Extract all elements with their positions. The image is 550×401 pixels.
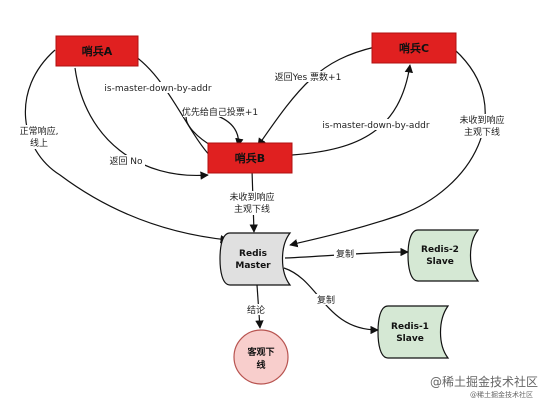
svg-text:客观下: 客观下 [246, 346, 274, 358]
label-b-to-a-query: is-master-down-by-addr [104, 82, 212, 94]
svg-text:is-master-down-by-addr: is-master-down-by-addr [104, 84, 211, 94]
svg-text:Slave: Slave [426, 257, 454, 267]
svg-text:未收到响应: 未收到响应 [459, 114, 504, 126]
label-a-reply-no: 返回 No [107, 155, 145, 167]
svg-text:优先给自己投票+1: 优先给自己投票+1 [182, 106, 258, 118]
edge-c-reply [257, 46, 376, 147]
objective-down-node[interactable]: 客观下 线 [233, 329, 289, 385]
edge-a-reply-no [74, 67, 209, 180]
svg-text:主观下线: 主观下线 [464, 126, 500, 138]
redis-2-slave-node[interactable]: Redis-2 Slave [407, 229, 480, 282]
label-replicate-1: 复制 [315, 294, 337, 306]
edge-c-no-response [289, 49, 486, 248]
svg-text:结论: 结论 [247, 304, 265, 316]
label-c-no-response: 未收到响应 主观下线 [456, 114, 508, 138]
label-c-reply: 返回Yes 票数+1 [267, 71, 349, 83]
label-b-no-response: 未收到响应 主观下线 [226, 191, 278, 215]
label-conclusion: 结论 [245, 304, 267, 316]
svg-text:Master: Master [235, 261, 271, 271]
svg-text:Redis-1: Redis-1 [391, 322, 429, 332]
sentinel-c-node[interactable]: 哨兵C [371, 32, 457, 64]
svg-text:线上: 线上 [30, 137, 48, 149]
svg-text:Redis: Redis [239, 249, 267, 259]
edge-b-to-c-query [291, 64, 413, 156]
svg-text:主观下线: 主观下线 [234, 203, 270, 215]
edge-a-normal [24, 49, 229, 244]
label-vote-self: 优先给自己投票+1 [182, 106, 258, 118]
svg-text:正常响应,: 正常响应, [20, 125, 59, 137]
svg-text:线: 线 [256, 359, 265, 371]
svg-text:is-master-down-by-addr: is-master-down-by-addr [322, 121, 429, 131]
svg-text:未收到响应: 未收到响应 [229, 191, 274, 203]
redis-1-slave-node[interactable]: Redis-1 Slave [377, 305, 450, 359]
label-a-normal: 正常响应, 线上 [14, 125, 64, 149]
svg-text:复制: 复制 [317, 294, 335, 306]
svg-text:复制: 复制 [336, 248, 354, 260]
svg-text:哨兵C: 哨兵C [399, 41, 429, 55]
svg-text:哨兵B: 哨兵B [235, 151, 265, 165]
svg-text:Redis-2: Redis-2 [421, 245, 459, 255]
svg-text:Slave: Slave [396, 334, 424, 344]
watermark-sub: @稀土掘金技术社区 [470, 390, 533, 399]
label-b-to-c-query: is-master-down-by-addr [322, 119, 430, 131]
sentinel-a-node[interactable]: 哨兵A [55, 35, 139, 67]
sentinel-b-node[interactable]: 哨兵B [207, 142, 293, 174]
watermark: @稀土掘金技术社区 [430, 374, 538, 389]
label-replicate-2: 复制 [334, 248, 356, 260]
svg-text:返回 No: 返回 No [109, 155, 143, 167]
svg-text:返回Yes 票数+1: 返回Yes 票数+1 [275, 71, 342, 83]
redis-master-node[interactable]: Redis Master [219, 232, 292, 286]
svg-text:哨兵A: 哨兵A [82, 44, 113, 58]
